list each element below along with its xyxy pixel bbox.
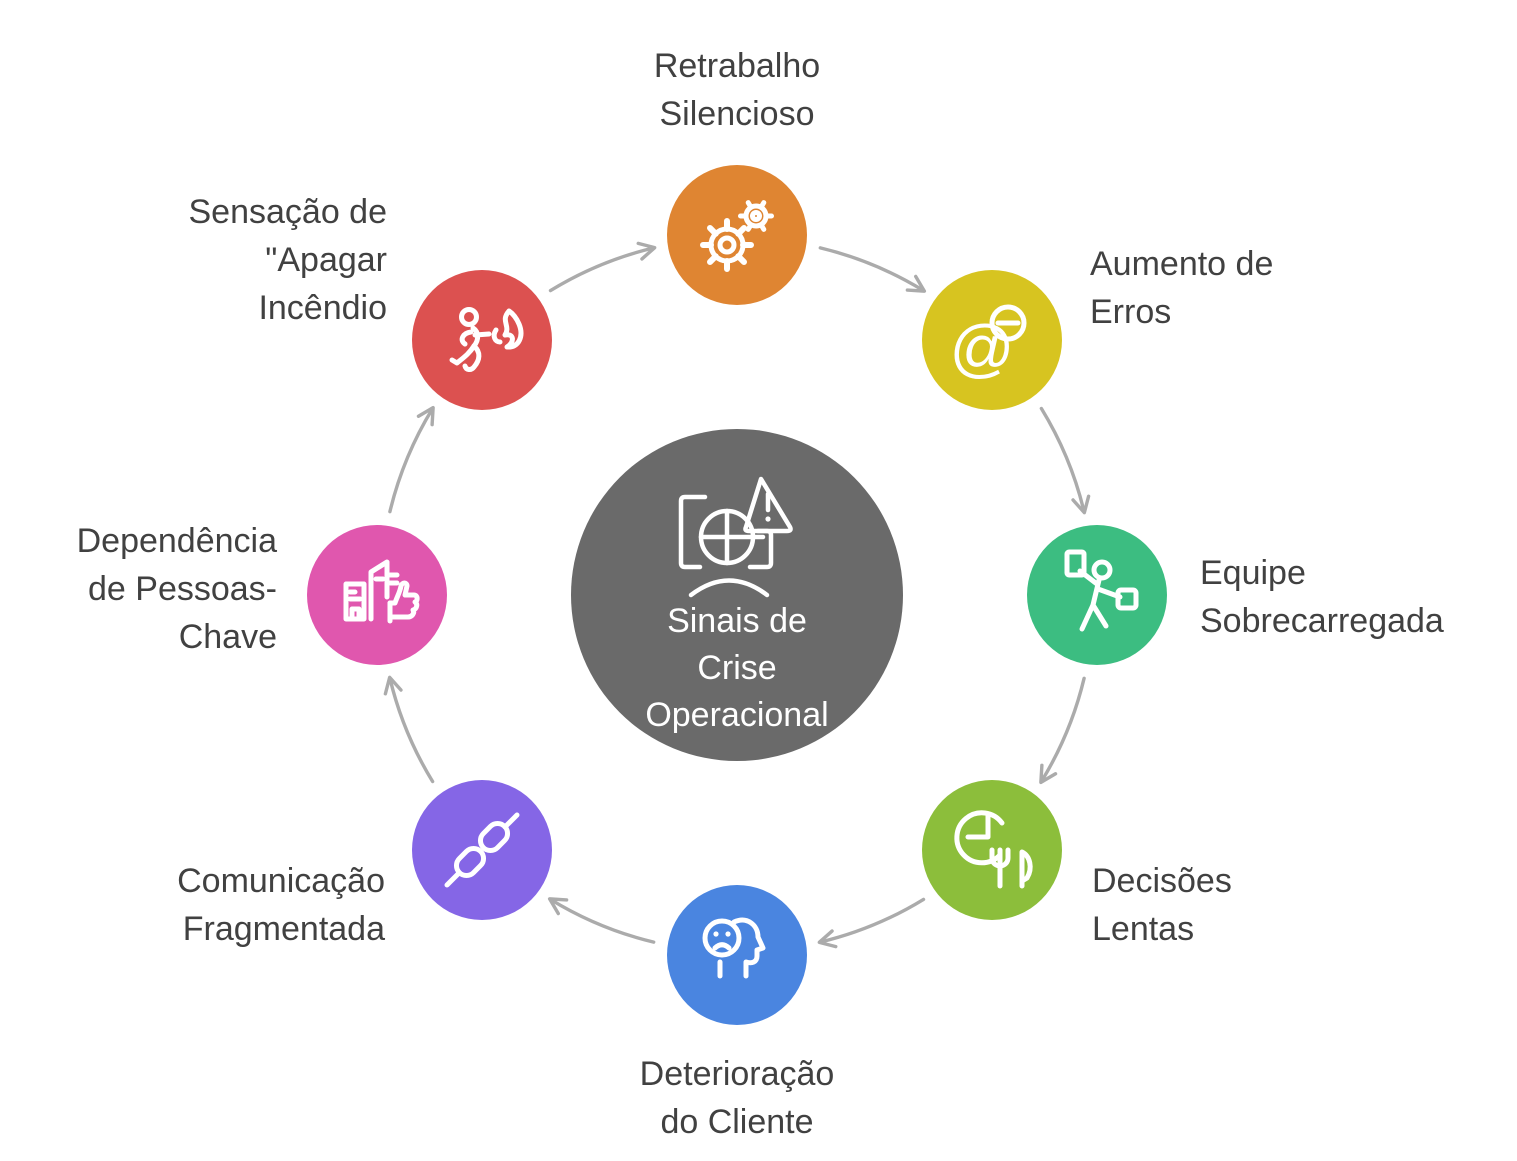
sad-client-head-icon [702,917,766,979]
label-sensacao-apagar-incendio: Sensação de "Apagar Incêndio [189,188,388,332]
operational-crisis-alert-icon [678,476,793,598]
label-line: Silencioso [659,95,815,133]
label-line: Fragmentada [182,910,385,948]
flow-arrow [818,246,927,293]
node-retrabalho-silencioso [667,165,807,305]
flow-arrow [548,241,657,293]
node-sensacao-apagar-incendio [412,270,552,410]
label-line: do Cliente [660,1103,814,1141]
label-line: Chave [178,618,277,656]
node-deterioracao-do-cliente [667,885,807,1025]
label-line: Decisões [1092,862,1232,900]
center-circle [571,429,903,761]
node-circle [412,270,552,410]
label-line: Sobrecarregada [1200,602,1444,640]
running-fire-icon [449,307,524,372]
label-comunicacao-fragmentada: Comunicação Fragmentada [177,857,385,953]
label-line: Retrabalho [653,47,821,85]
node-dependencia-pessoas-chave [307,525,447,665]
label-line: Incêndio [258,289,387,327]
node-aumento-de-erros: @ [922,270,1062,410]
chain-links-icon [444,812,520,888]
flow-arrow [817,897,926,949]
label-dependencia-pessoas-chave: Dependência de Pessoas- Chave [77,517,277,661]
label-equipe-sobrecarregada: Equipe Sobrecarregada [1200,549,1444,645]
slow-clock-icon [954,810,1033,889]
at-error-minus-icon: @ [950,304,1027,384]
label-deterioracao-do-cliente: Deterioração do Cliente [640,1050,835,1146]
label-decisoes-lentas: Decisões Lentas [1092,857,1232,953]
center-hub [571,429,903,761]
label-line: Sensação de [188,193,388,231]
flow-arrow [1039,406,1091,515]
label-line: Equipe [1200,554,1306,592]
label-line: Erros [1090,293,1172,331]
label-line: de Pessoas- [88,570,277,608]
node-comunicacao-fragmentada [412,780,552,920]
flow-arrow [1039,676,1086,785]
node-circle [307,525,447,665]
node-equipe-sobrecarregada [1027,525,1167,665]
flow-arrow [383,675,435,784]
label-line: Lentas [1092,910,1195,948]
label-line: "Apagar [265,241,387,279]
label-line: Aumento de [1090,245,1274,283]
node-decisoes-lentas [922,780,1062,920]
center-title-line: Operacional [645,696,829,734]
label-aumento-de-erros: Aumento de Erros [1090,240,1273,336]
label-line: Deterioração [639,1055,835,1093]
label-line: Dependência [76,522,277,560]
flow-arrow [547,897,656,944]
overloaded-person-icon [1064,549,1139,632]
flow-arrow [388,405,435,514]
node-circle [667,885,807,1025]
flow-arrows [383,241,1091,949]
gears-icon [700,200,774,272]
node-circle [922,270,1062,410]
buildings-thumb-icon [343,559,420,624]
center-title-line: Sinais de [667,602,807,640]
label-line: Comunicação [177,862,385,900]
center-title-line: Crise [697,649,777,687]
label-retrabalho-silencioso: Retrabalho Silencioso [654,42,820,138]
center-title: Sinais de Crise Operacional [645,598,828,739]
